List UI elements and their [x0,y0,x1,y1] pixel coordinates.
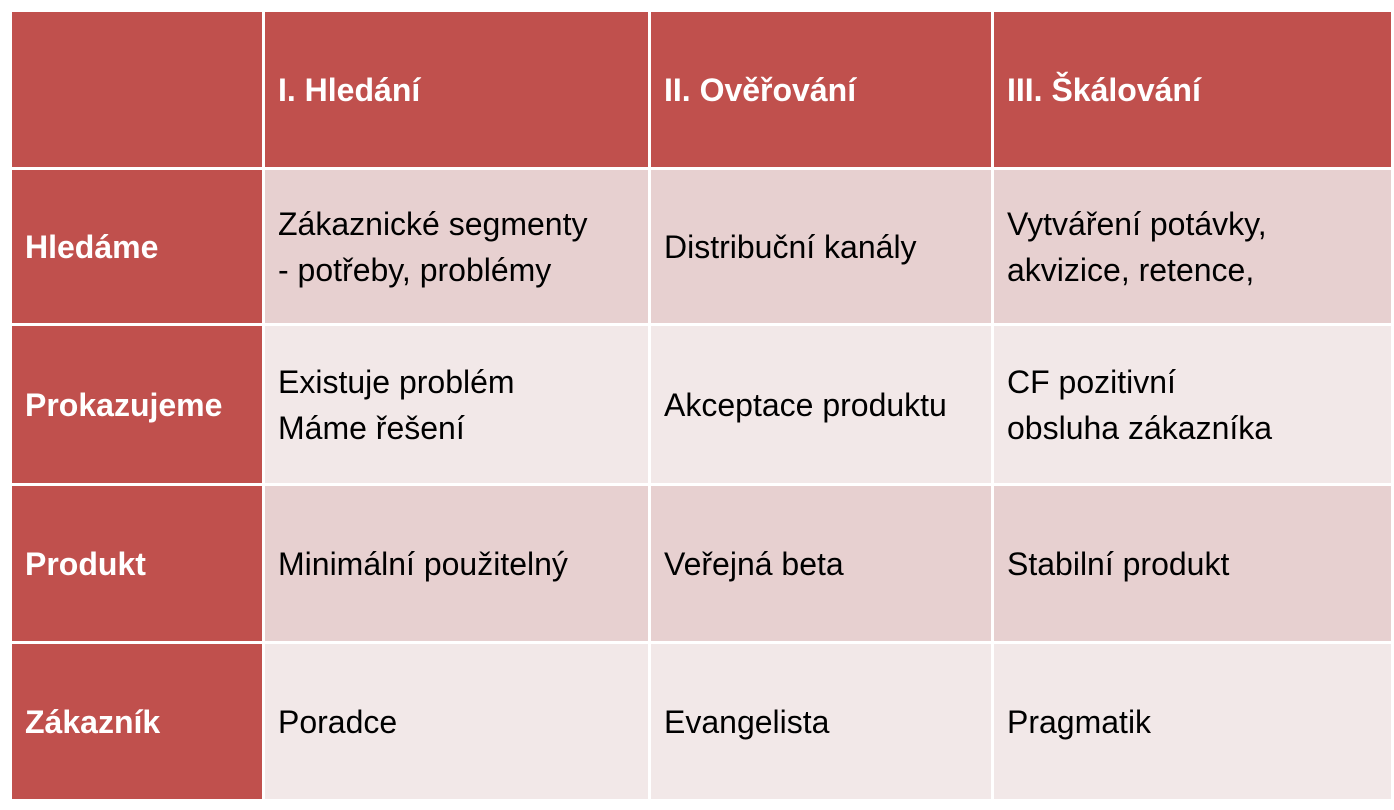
cell-line: Distribuční kanály [664,228,917,265]
table-cell: Veřejná beta [651,486,991,641]
table-cell: Stabilní produkt [994,486,1391,641]
column-header-3: III. Škálování [994,12,1391,167]
table-cell: CF pozitivní obsluha zákazníka [994,326,1391,483]
cell-line: Minimální použitelný [278,545,568,582]
comparison-table: I. Hledání II. Ověřování III. Škálování … [12,12,1391,799]
row-header-2: Prokazujeme [12,326,262,483]
table-cell: Pragmatik [994,644,1391,799]
column-header-1: I. Hledání [265,12,648,167]
table-cell: Distribuční kanály [651,170,991,323]
cell-line: Akceptace produktu [664,386,947,423]
table-corner-cell [12,12,262,167]
cell-line: Pragmatik [1007,703,1152,740]
table-cell: Poradce [265,644,648,799]
cell-line: akvizice, retence, [1007,251,1255,288]
cell-line: Stabilní produkt [1007,545,1230,582]
table-cell: Existuje problém Máme řešení [265,326,648,483]
row-header-4: Zákazník [12,644,262,799]
cell-line: Poradce [278,703,398,740]
cell-line: CF pozitivní [1007,363,1176,400]
cell-line: Veřejná beta [664,545,844,582]
cell-line: Zákaznické segmenty [278,205,588,242]
table-cell: Evangelista [651,644,991,799]
cell-line: obsluha zákazníka [1007,409,1273,446]
cell-line: Vytváření potávky, [1007,205,1267,242]
table-cell: Minimální použitelný [265,486,648,641]
table-cell: Vytváření potávky, akvizice, retence, [994,170,1391,323]
table-cell: Zákaznické segmenty - potřeby, problémy [265,170,648,323]
table-cell: Akceptace produktu [651,326,991,483]
cell-line: - potřeby, problémy [278,251,552,288]
row-header-1: Hledáme [12,170,262,323]
cell-line: Evangelista [664,703,830,740]
cell-line: Máme řešení [278,409,465,446]
cell-line: Existuje problém [278,363,515,400]
row-header-3: Produkt [12,486,262,641]
column-header-2: II. Ověřování [651,12,991,167]
